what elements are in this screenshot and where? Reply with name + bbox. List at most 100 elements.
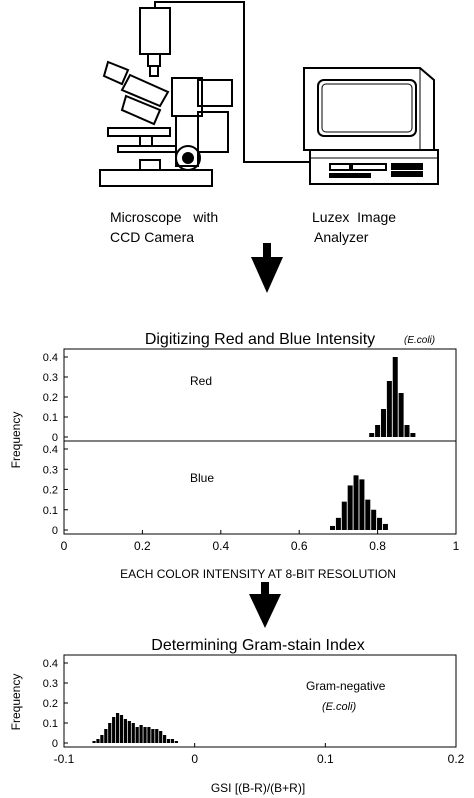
blue-panel-label: Blue (190, 471, 214, 485)
microscope-drawing (99, 7, 233, 187)
blue-ytick-label: 0.4 (43, 444, 58, 456)
chart1-title: Digitizing Red and Blue Intensity (145, 331, 375, 348)
gsi-bar (135, 727, 139, 743)
gsi-ytick-label: 0.2 (43, 698, 58, 710)
blue-bar (377, 517, 383, 530)
gsi-bar (147, 727, 151, 743)
chart1-xtick-label: 1 (453, 539, 460, 553)
red-ytick-label: 0 (52, 432, 58, 444)
analyzer-label-line1: Luzex Image (312, 209, 396, 225)
blue-bar (353, 475, 359, 530)
gsi-ytick-label: 0.1 (43, 718, 58, 730)
red-ytick-label: 0.2 (43, 392, 58, 404)
chart1-xtick-label: 0.6 (291, 539, 308, 553)
red-bar (392, 357, 398, 437)
gsi-annotation-line2: (E.coli) (322, 701, 357, 713)
gsi-bar (108, 723, 112, 743)
red-bar (369, 433, 375, 437)
blue-panel-y-axis: 0 0.1 0.2 0.3 0.4 (43, 444, 68, 537)
red-panel: Red 0 0.1 0.2 0.3 0.4 (43, 348, 457, 444)
blue-bar (359, 479, 365, 530)
blue-panel-bars (330, 475, 388, 530)
gsi-bar (159, 731, 163, 743)
red-ytick-label: 0.3 (43, 372, 58, 384)
gsi-bar (127, 721, 131, 743)
chart1-xtick-label: 0 (61, 539, 68, 553)
blue-bar (341, 501, 347, 530)
analyzer-label-line2: Analyzer (314, 229, 369, 245)
red-ytick-label: 0.1 (43, 412, 58, 424)
gsi-annotation-line1: Gram-negative (306, 679, 386, 693)
gsi-bars (92, 713, 178, 743)
blue-ytick-label: 0 (52, 525, 58, 537)
gsi-bar (163, 735, 167, 743)
gsi-ytick-label: 0 (52, 738, 58, 750)
red-bar (380, 409, 386, 437)
red-panel-bars (369, 357, 416, 437)
chart1-ylabel: Frequency (9, 412, 23, 469)
chart1-xtick-label: 0.4 (212, 539, 229, 553)
blue-panel: Blue 0 0.1 0.2 0.3 0.4 (43, 440, 457, 537)
gsi-bar (96, 739, 100, 743)
gsi-bar (112, 717, 116, 743)
microscope-label-line2: CCD Camera (110, 229, 194, 245)
gsi-bar (123, 719, 128, 743)
red-bar (386, 381, 392, 437)
gsi-bar (166, 739, 171, 743)
gsi-bar (139, 725, 143, 743)
gsi-bar (155, 729, 159, 743)
blue-ytick-label: 0.2 (43, 485, 58, 497)
chart1-xtick-label: 0.2 (134, 539, 151, 553)
down-arrow-1 (251, 243, 283, 293)
gsi-xtick-label: 0.2 (448, 752, 465, 766)
gsi-x-axis: -0.1 0 0.1 0.2 (54, 743, 465, 766)
gsi-xtick-label: -0.1 (54, 752, 75, 766)
gsi-panel-frame (63, 654, 457, 748)
red-bar (398, 393, 404, 437)
blue-bar (365, 499, 371, 530)
gsi-bar (143, 727, 147, 743)
red-bar (375, 425, 381, 437)
blue-bar (335, 517, 341, 530)
chart2-ylabel: Frequency (9, 674, 23, 731)
blue-bar (371, 509, 377, 530)
chart1-x-axis: 0 0.2 0.4 0.6 0.8 1 (61, 530, 460, 553)
red-panel-label: Red (190, 374, 212, 388)
gsi-bar (119, 715, 124, 743)
gsi-ytick-label: 0.4 (43, 658, 58, 670)
analyzer-drawing (303, 67, 439, 185)
gsi-bar (151, 729, 155, 743)
red-panel-y-axis: 0 0.1 0.2 0.3 0.4 (43, 352, 68, 444)
blue-ytick-label: 0.3 (43, 464, 58, 476)
gsi-bar (170, 739, 175, 743)
gsi-bar (100, 735, 104, 743)
microscope-label-line1: Microscope with (110, 209, 218, 225)
gsi-bar (115, 713, 120, 743)
red-bar (410, 433, 416, 437)
intensity-chart: Digitizing Red and Blue Intensity (E.col… (9, 331, 460, 581)
blue-panel-frame (63, 440, 457, 535)
red-ytick-label: 0.4 (43, 352, 58, 364)
gsi-bar (92, 741, 96, 743)
blue-bar (347, 485, 353, 530)
chart2-xlabel: GSI [(B-R)/(B+R)] (211, 781, 305, 795)
blue-bar (382, 523, 388, 530)
red-bar (404, 425, 410, 437)
gsi-xtick-label: 0 (191, 752, 198, 766)
gsi-xtick-label: 0.1 (317, 752, 334, 766)
blue-bar (330, 525, 336, 530)
gsi-bar (104, 729, 108, 743)
gsi-bar (131, 723, 135, 743)
chart1-xlabel: EACH COLOR INTENSITY AT 8-BIT RESOLUTION (120, 567, 396, 581)
blue-ytick-label: 0.1 (43, 505, 58, 517)
chart2-title: Determining Gram-stain Index (151, 637, 364, 654)
gsi-bar (174, 741, 178, 743)
camera-cable (154, 1, 310, 163)
gsi-y-axis: 0 0.1 0.2 0.3 0.4 (43, 658, 68, 750)
chart1-xtick-label: 0.8 (369, 539, 386, 553)
gsi-ytick-label: 0.3 (43, 678, 58, 690)
chart1-title-note: (E.coli) (404, 335, 435, 346)
gsi-chart: Determining Gram-stain Index Gram-negati… (9, 637, 465, 795)
down-arrow-2 (249, 582, 281, 628)
